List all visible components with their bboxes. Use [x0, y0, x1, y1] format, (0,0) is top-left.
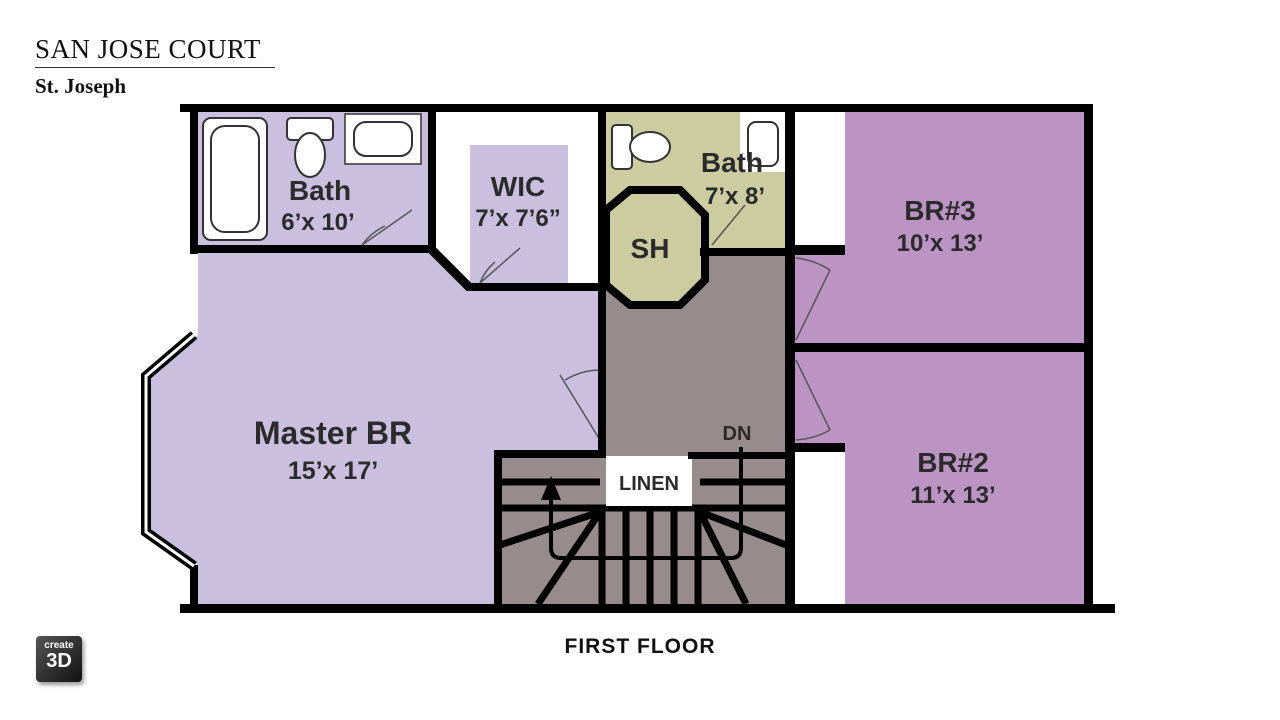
- bath1-size: 6’x 10’: [281, 209, 354, 236]
- staircase-icon: [498, 447, 788, 606]
- door-swings: [361, 204, 831, 441]
- br2-closet: [795, 450, 845, 604]
- stairs-up-arrow-icon: [541, 476, 561, 500]
- wic-floor: [470, 145, 568, 285]
- create3d-logo: create 3D: [36, 636, 82, 682]
- logo-line1: create: [44, 640, 74, 651]
- property-title: SAN JOSE COURT: [35, 34, 275, 68]
- bath1-name: Bath: [289, 175, 351, 206]
- walls: [180, 104, 1115, 613]
- wall-diagonals: [428, 246, 474, 292]
- br2-name: BR#2: [917, 447, 989, 478]
- linen-label: LINEN: [619, 473, 679, 495]
- master-size: 15’x 17’: [288, 457, 378, 485]
- logo-line2: 3D: [46, 650, 72, 672]
- property-subtitle: St. Joseph: [35, 74, 127, 98]
- master-floor: [148, 252, 600, 604]
- down-label: DN: [723, 423, 752, 445]
- br3-closet: [795, 112, 845, 248]
- wic-name: WIC: [491, 171, 545, 202]
- br2-size: 11’x 13’: [910, 482, 995, 509]
- wic-size: 7’x 7’6”: [475, 205, 560, 232]
- toilet-bowl-icon: [294, 132, 326, 178]
- master-name: Master BR: [254, 415, 412, 451]
- floor-caption: FIRST FLOOR: [564, 635, 716, 658]
- bath2-size: 7’x 8’: [705, 183, 765, 210]
- bathtub-inner: [210, 125, 260, 233]
- linen-closet: [606, 456, 692, 506]
- bathtub-icon: [202, 117, 268, 241]
- br3-name: BR#3: [904, 195, 976, 226]
- bath2-name: Bath: [701, 147, 763, 178]
- br3-size: 10’x 13’: [897, 230, 984, 257]
- sink-basin: [353, 121, 413, 157]
- sink2-icon: [747, 121, 779, 167]
- toilet2-bowl-icon: [629, 131, 671, 163]
- shower-name: SH: [631, 233, 670, 264]
- bay-window: [141, 331, 198, 571]
